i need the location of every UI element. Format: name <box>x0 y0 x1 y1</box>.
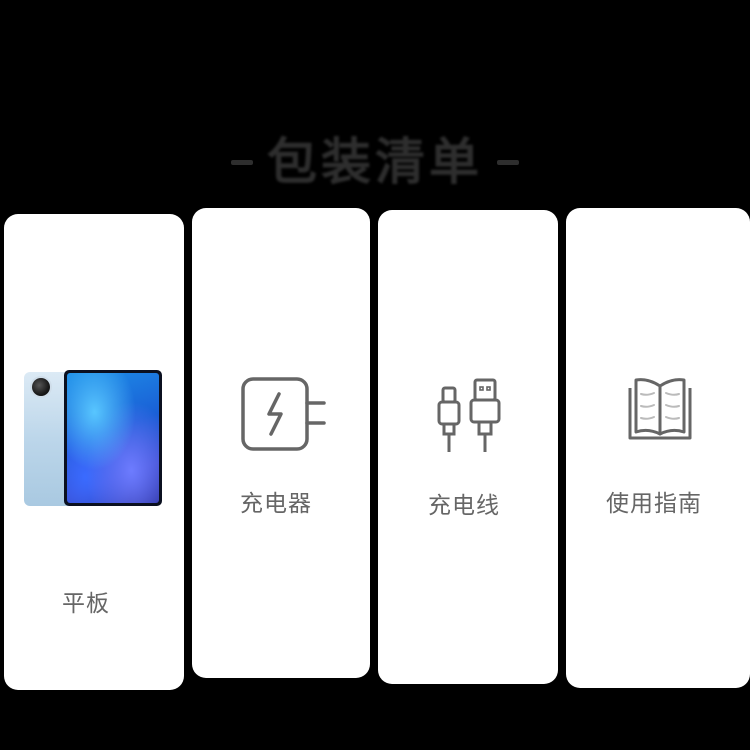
charger-icon <box>241 377 326 451</box>
packing-items: 平板 充电器 <box>0 208 750 690</box>
tablet-image <box>24 370 166 508</box>
title-dash-right <box>497 159 519 165</box>
section-header: 包装清单 <box>0 132 750 192</box>
usb-cable-icon <box>437 378 501 452</box>
tablet-front-view <box>64 370 162 506</box>
open-book-icon <box>628 378 692 440</box>
item-card-manual: 使用指南 <box>566 208 750 688</box>
tablet-screen-wallpaper <box>67 373 159 503</box>
section-title: 包装清单 <box>267 133 483 191</box>
item-label-charger: 充电器 <box>240 491 312 517</box>
item-card-tablet: 平板 <box>4 214 184 690</box>
item-card-cable: 充电线 <box>378 210 558 684</box>
item-label-manual: 使用指南 <box>606 491 702 517</box>
item-label-cable: 充电线 <box>428 493 500 519</box>
title-dash-left <box>231 159 253 165</box>
item-label-tablet: 平板 <box>62 591 110 617</box>
item-card-charger: 充电器 <box>192 208 370 678</box>
camera-module <box>32 378 50 396</box>
